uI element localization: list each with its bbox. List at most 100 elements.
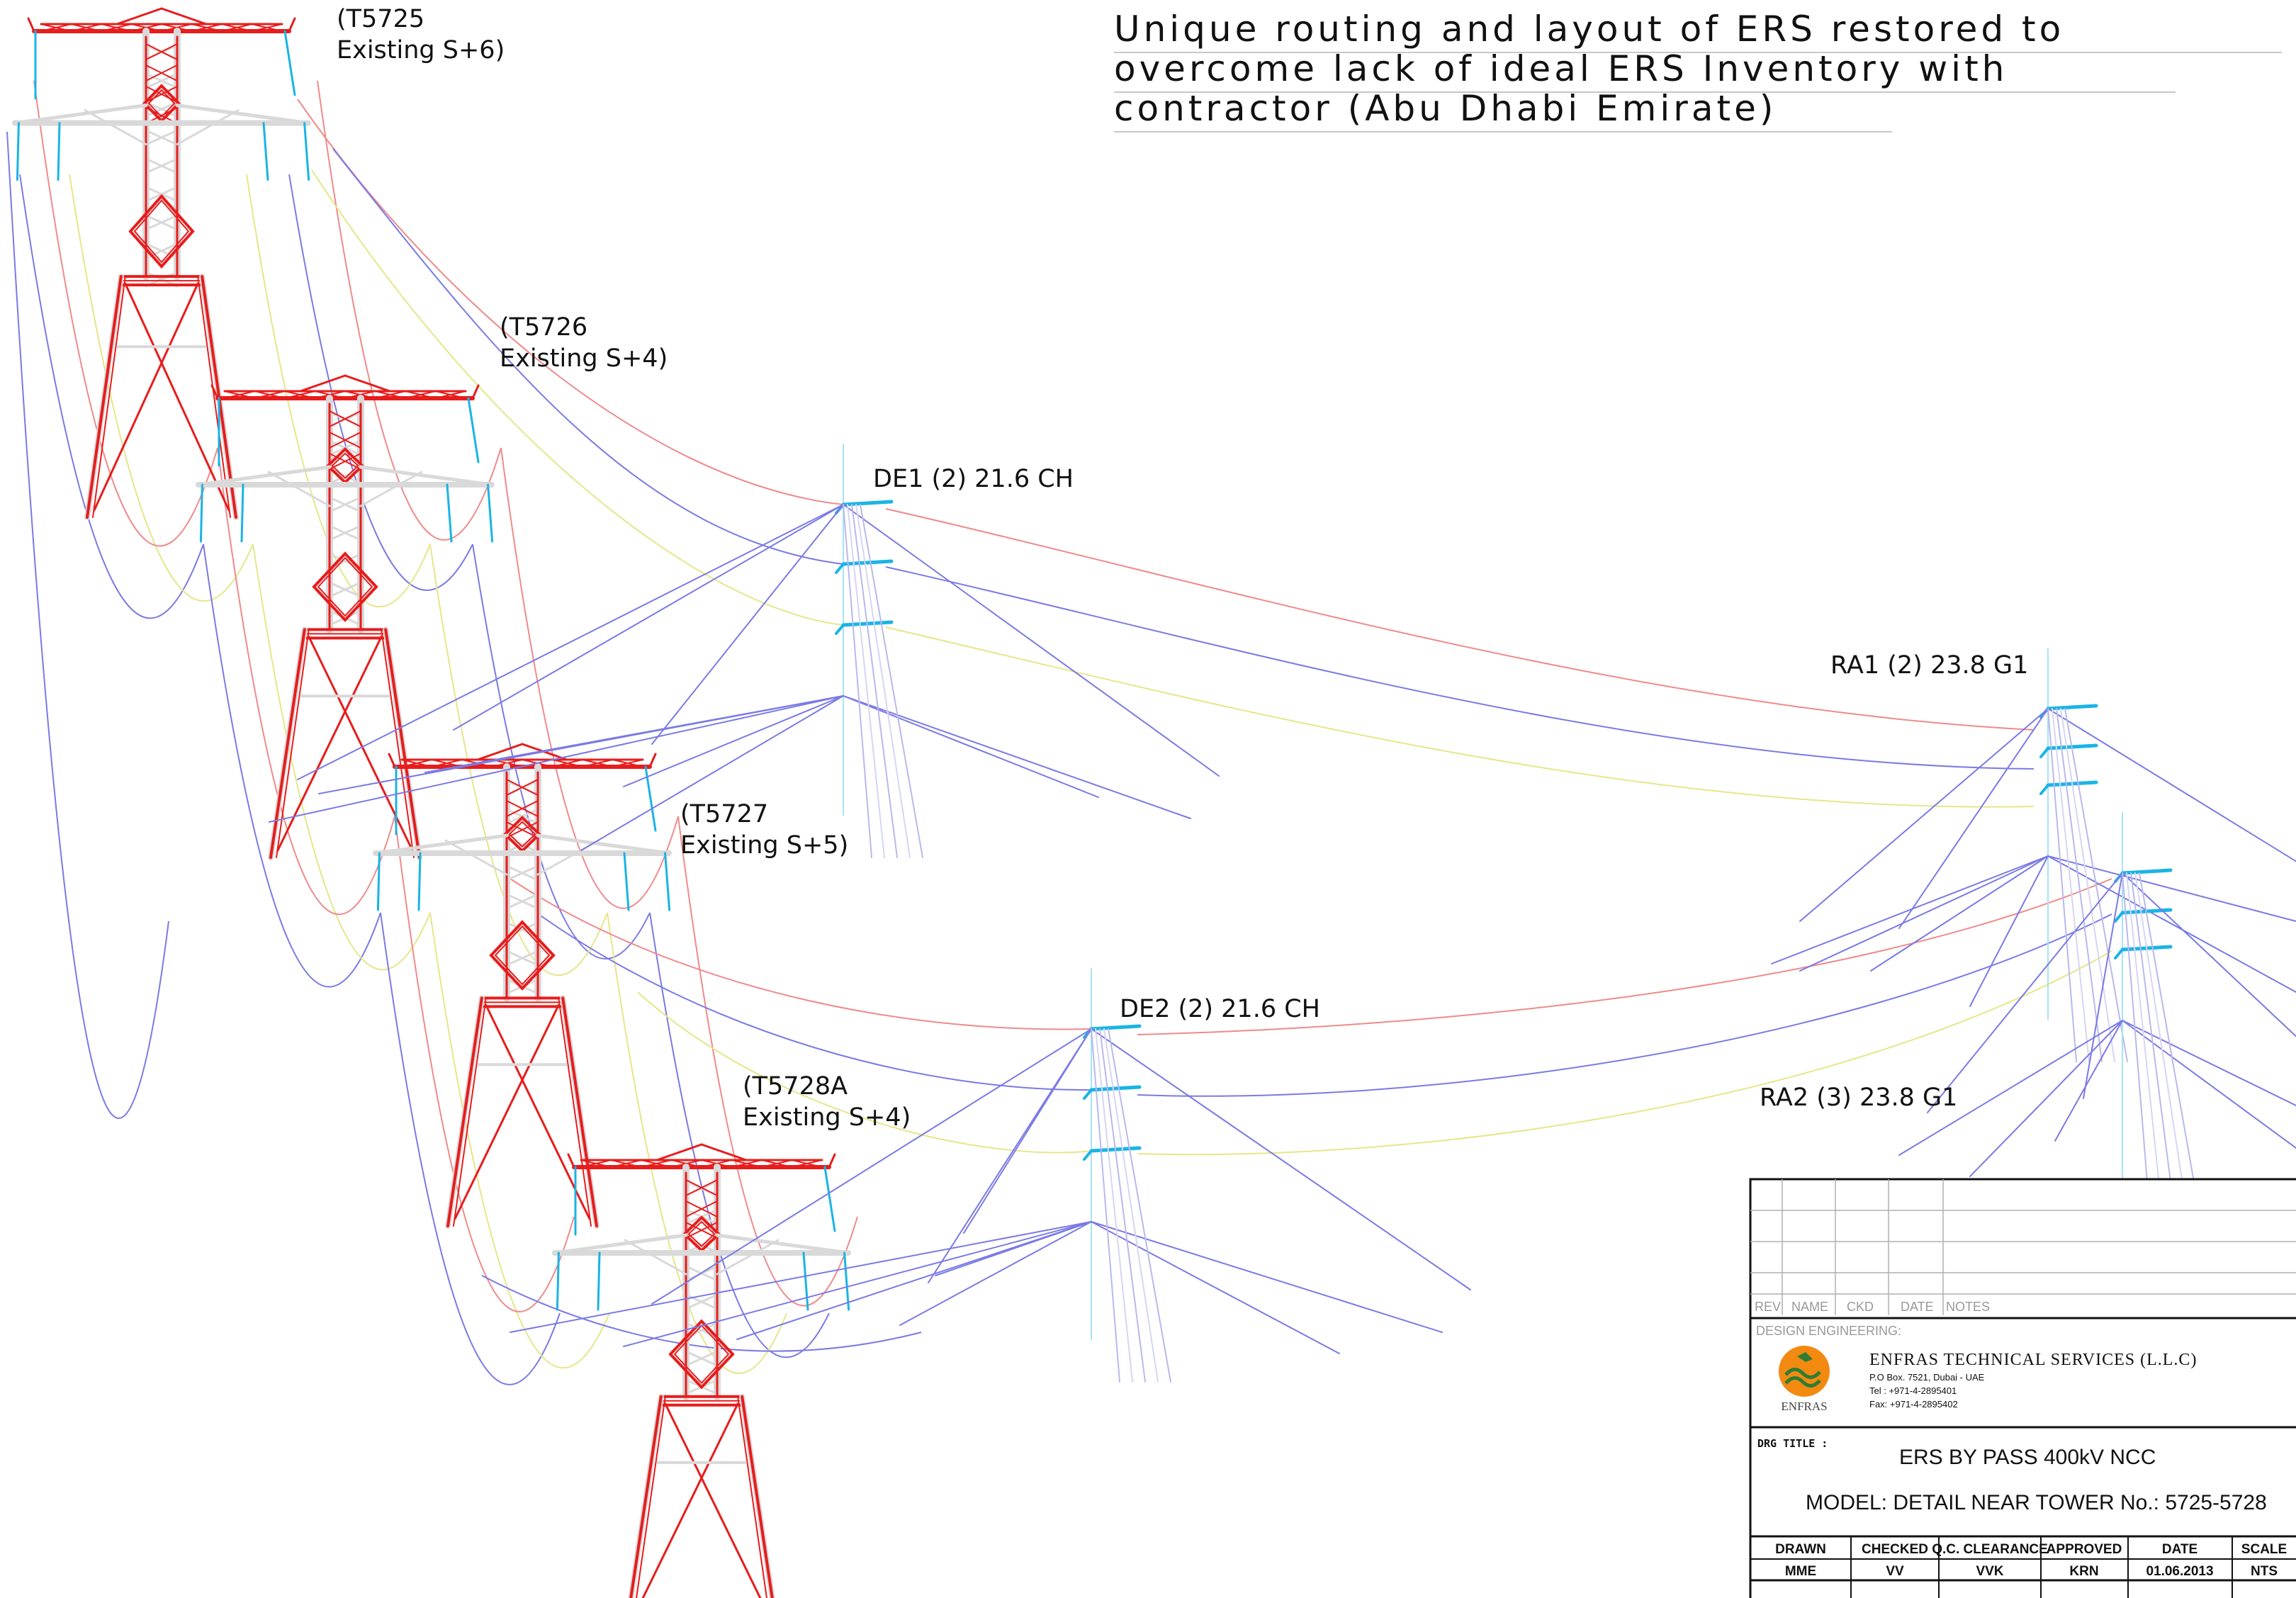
conductor (649, 912, 830, 1358)
ers-crossarm (841, 559, 894, 566)
conductor (69, 174, 254, 602)
guy-wire (2054, 1020, 2123, 1142)
bypass-conductor (885, 508, 2035, 731)
guy-wire (623, 695, 844, 787)
table-header-drawn: DRAWN (1775, 1542, 1826, 1557)
conductor (394, 816, 575, 1312)
bypass-conductor (311, 169, 844, 626)
insulator (199, 483, 203, 543)
leg-wire (2052, 708, 2090, 1062)
guy-wire (1898, 708, 2049, 929)
table-header-approved: APPROVED (2047, 1542, 2122, 1557)
conductor (288, 174, 473, 591)
tower-label-t5725: (T5725 Existing S+6) (337, 5, 505, 64)
ers-label-ra1: RA1 (2) 23.8 G1 (1830, 651, 2028, 680)
leg-wire (2134, 872, 2190, 1227)
guy-wire (1091, 1221, 1340, 1354)
conductor (481, 1275, 922, 1352)
ers-crossarm (1089, 1024, 1142, 1031)
tower-label-t5726: (T5726 Existing S+4) (500, 313, 668, 373)
company-address: P.O Box. 7521, Dubai - UAE (1869, 1372, 1985, 1383)
drawing-title: Unique routing and layout of ERS restore… (1114, 9, 2282, 133)
leg-wire (1103, 1028, 1159, 1383)
leg-wire (2064, 708, 2128, 1062)
tower-label-line1: (T5727 (680, 800, 768, 828)
revision-table (1750, 1179, 2296, 1315)
table-header-qc: Q.C. CLEARANCE (1932, 1542, 2048, 1557)
guy-wire (318, 695, 844, 794)
tower-label-line2: Existing S+4) (743, 1103, 911, 1132)
guy-wire (2047, 855, 2296, 922)
bypass-conductor (885, 566, 2035, 770)
guy-wire (2083, 872, 2123, 1099)
guy-wire (580, 695, 844, 851)
leg-wire (2047, 708, 2077, 1062)
insulator (376, 852, 381, 911)
ers-crossarm (835, 624, 845, 635)
ers-crossarm (2114, 911, 2124, 923)
rev-header-rev: REV (1755, 1300, 1781, 1314)
table-value-checked: VV (1886, 1564, 1904, 1579)
bypass-conductor (1137, 878, 2112, 1035)
table-value-drawn: MME (1785, 1564, 1816, 1579)
insulator (57, 122, 61, 181)
ers-crossarm (2120, 868, 2173, 875)
model-description: MODEL: DETAIL NEAR TOWER No.: 5725-5728 (1806, 1491, 2267, 1514)
title-line-2: overcome lack of ideal ERS Inventory wit… (1114, 48, 2008, 89)
bypass-conductor (637, 991, 1092, 1154)
guy-wire (1799, 708, 2049, 922)
tower-label-line2: Existing S+4) (500, 344, 668, 373)
guy-wire (623, 1221, 1092, 1347)
bypass-conductor (297, 99, 844, 505)
insulator (262, 122, 269, 181)
title-line-1: Unique routing and layout of ERS restore… (1114, 9, 2064, 50)
tower-label-line1: (T5728A (743, 1072, 848, 1101)
guy-wire (651, 504, 844, 745)
table-header-scale: SCALE (2241, 1542, 2287, 1557)
guy-wire (2047, 708, 2296, 862)
ers-structure-de1 (269, 444, 1220, 858)
ers-crossarm (2046, 704, 2098, 711)
guy-wire (1898, 1020, 2123, 1156)
rev-header-notes: NOTES (1946, 1300, 1990, 1314)
tower-t5728a (552, 1143, 851, 1598)
table-header-date: DATE (2162, 1542, 2197, 1557)
conductor (677, 816, 858, 1307)
bypass-conductor (1137, 950, 2112, 1156)
guy-wire (453, 504, 844, 731)
guy-wire (2047, 855, 2296, 993)
tower-label-line2: Existing S+6) (337, 36, 505, 64)
ers-structures (269, 444, 2296, 1383)
company-tel: Tel : +971-4-2895401 (1869, 1385, 1957, 1396)
leg-wire (855, 504, 911, 858)
leg-wire (860, 504, 923, 858)
tower-label-line2: Existing S+5) (680, 831, 848, 860)
tower-t5726 (196, 374, 495, 860)
leg-wire (1095, 1028, 1133, 1383)
guy-wire (2122, 1020, 2296, 1149)
table-value-qc: VVK (1976, 1564, 2003, 1579)
insulator (467, 397, 480, 463)
conductor (19, 174, 204, 619)
insulator (417, 852, 422, 911)
insulator (664, 852, 671, 911)
conductor (33, 80, 218, 547)
leg-wire (2122, 872, 2151, 1227)
leg-wire (2139, 872, 2202, 1227)
guy-wire (843, 504, 1220, 777)
ers-crossarm (835, 563, 845, 574)
guy-wire (1969, 855, 2049, 1007)
title-block: REV NAME CKD DATE NOTES DESIGN ENGINEERI… (1749, 1178, 2296, 1598)
title-line-3: contractor (Abu Dhabi Emirate) (1114, 88, 1777, 129)
conductor (380, 912, 561, 1385)
leg-wire (1108, 1028, 1171, 1383)
conductor (252, 544, 431, 971)
ers-crossarm (2114, 948, 2124, 960)
rev-header-date: DATE (1901, 1300, 1934, 1314)
guy-wire (269, 695, 844, 823)
bypass-conductor (332, 148, 844, 565)
ers-structure-ra2 (1898, 812, 2296, 1227)
leg-wire (2056, 708, 2103, 1062)
leg-wire (843, 504, 872, 858)
